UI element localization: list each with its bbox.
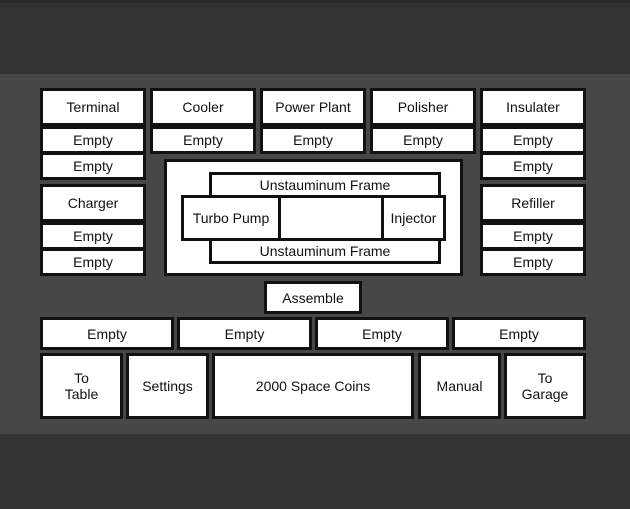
manual-button[interactable]: Manual	[418, 353, 501, 419]
right-slot-3-label: Empty	[513, 254, 553, 270]
inventory-slot-1[interactable]: Empty	[40, 317, 174, 350]
left-slot-1-label: Empty	[73, 158, 113, 174]
inventory-slot-1-label: Empty	[87, 325, 127, 342]
right-slot-1-label: Empty	[513, 158, 553, 174]
right-slot-2[interactable]: Empty	[480, 222, 586, 250]
to-garage-button[interactable]: To Garage	[504, 353, 586, 419]
part-insulater-label: Insulater	[506, 99, 560, 115]
inventory-slot-3-label: Empty	[362, 325, 402, 342]
right-part-label: Injector	[390, 210, 437, 226]
part-power-plant-button[interactable]: Power Plant	[260, 88, 366, 126]
cooler-slot-label: Empty	[183, 132, 223, 148]
frame-top-label: Unstauminum Frame	[259, 177, 391, 193]
terminal-slot[interactable]: Empty	[40, 126, 146, 154]
bottom-bar	[0, 434, 630, 509]
part-cooler-label: Cooler	[182, 99, 224, 115]
inventory-slot-4[interactable]: Empty	[452, 317, 586, 350]
part-charger-button[interactable]: Charger	[40, 184, 146, 222]
inventory-slot-2[interactable]: Empty	[177, 317, 312, 350]
assemble-label: Assemble	[282, 289, 344, 306]
right-slot-3[interactable]: Empty	[480, 248, 586, 276]
inventory-slot-3[interactable]: Empty	[315, 317, 449, 350]
settings-label: Settings	[142, 378, 193, 394]
frame-top-slot[interactable]: Unstauminum Frame	[209, 172, 441, 198]
insulater-slot-label: Empty	[513, 132, 553, 148]
polisher-slot-label: Empty	[403, 132, 443, 148]
assembly-area: Unstauminum Frame Turbo Pump Injector Un…	[164, 159, 463, 276]
left-slot-3-label: Empty	[73, 254, 113, 270]
left-slot-3[interactable]: Empty	[40, 248, 146, 276]
part-insulater-button[interactable]: Insulater	[480, 88, 586, 126]
inventory-slot-4-label: Empty	[499, 325, 539, 342]
to-table-button[interactable]: To Table	[40, 353, 123, 419]
coins-label: 2000 Space Coins	[255, 378, 371, 394]
left-part-label: Turbo Pump	[192, 210, 270, 226]
manual-label: Manual	[436, 378, 483, 394]
part-terminal-button[interactable]: Terminal	[40, 88, 146, 126]
frame-bottom-label: Unstauminum Frame	[259, 243, 391, 259]
part-charger-label: Charger	[67, 195, 119, 211]
part-polisher-button[interactable]: Polisher	[370, 88, 476, 126]
top-bar	[0, 0, 630, 74]
part-cooler-button[interactable]: Cooler	[150, 88, 256, 126]
right-slot-2-label: Empty	[513, 228, 553, 244]
coins-display: 2000 Space Coins	[212, 353, 414, 419]
to-table-label: To Table	[64, 370, 99, 402]
part-polisher-label: Polisher	[397, 99, 449, 115]
cooler-slot[interactable]: Empty	[150, 126, 256, 154]
left-slot-2[interactable]: Empty	[40, 222, 146, 250]
left-part-slot[interactable]: Turbo Pump	[181, 195, 281, 241]
frame-bottom-slot[interactable]: Unstauminum Frame	[209, 238, 441, 264]
power-plant-slot[interactable]: Empty	[260, 126, 366, 154]
power-plant-slot-label: Empty	[293, 132, 333, 148]
part-refiller-button[interactable]: Refiller	[480, 184, 586, 222]
terminal-slot-label: Empty	[73, 132, 113, 148]
settings-button[interactable]: Settings	[126, 353, 209, 419]
inventory-slot-2-label: Empty	[224, 325, 265, 342]
left-slot-1[interactable]: Empty	[40, 152, 146, 180]
part-power-plant-label: Power Plant	[275, 99, 351, 115]
left-slot-2-label: Empty	[73, 228, 113, 244]
part-refiller-label: Refiller	[511, 195, 555, 211]
right-part-slot[interactable]: Injector	[381, 195, 446, 241]
polisher-slot[interactable]: Empty	[370, 126, 476, 154]
center-part-slot[interactable]	[278, 195, 384, 241]
assemble-button[interactable]: Assemble	[264, 281, 362, 314]
part-terminal-label: Terminal	[66, 99, 120, 115]
insulater-slot[interactable]: Empty	[480, 126, 586, 154]
to-garage-label: To Garage	[521, 370, 569, 402]
right-slot-1[interactable]: Empty	[480, 152, 586, 180]
